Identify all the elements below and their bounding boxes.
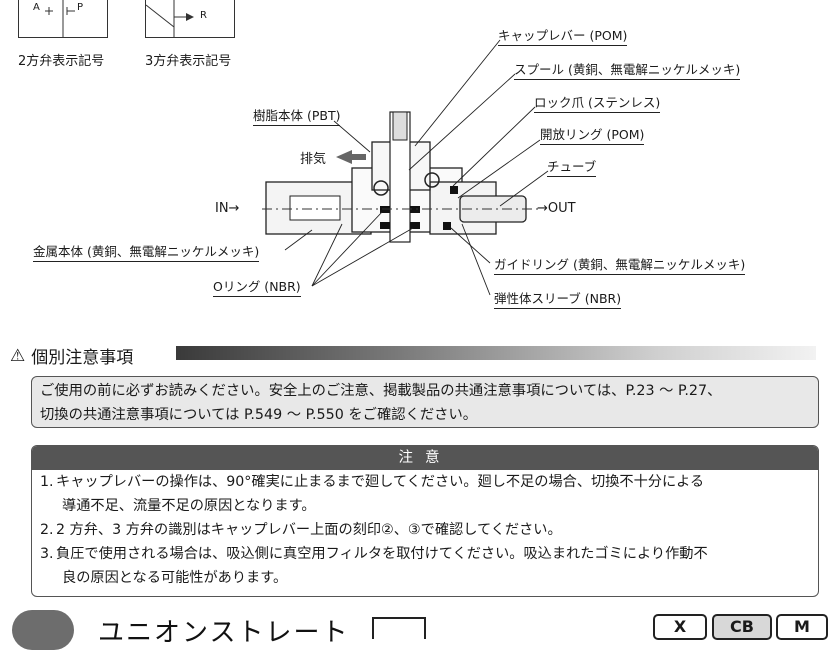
caution-box: 注意 1.キャップレバーの操作は、90°確実に止まるまで廻してください。廻し不足…: [31, 445, 819, 597]
three-way-valve-symbol: R: [145, 0, 235, 38]
port-r-label: R: [200, 10, 207, 21]
tag-x: X: [653, 614, 707, 640]
label-spool: スプール (黄銅、無電解ニッケルメッキ): [514, 59, 741, 80]
label-release-ring: 開放リング (POM): [540, 124, 645, 145]
two-way-symbol-drawing: [45, 0, 75, 37]
label-out: →OUT: [537, 201, 576, 216]
valve-cross-section: [262, 39, 549, 296]
label-resin-body: 樹脂本体 (PBT): [253, 105, 341, 126]
three-way-symbol-drawing: [145, 0, 194, 37]
caution-list: 1.キャップレバーの操作は、90°確実に止まるまで廻してください。廻し不足の場合…: [32, 470, 818, 590]
section-gradient-bar: [176, 346, 816, 360]
label-metal-body: 金属本体 (黄銅、無電解ニッケルメッキ): [33, 241, 260, 262]
section-title-text: 個別注意事項: [31, 348, 134, 368]
caution-item-number: 2.: [40, 522, 54, 538]
notice-line-1: ご使用の前に必ずお読みください。安全上のご注意、掲載製品の共通注意事項については…: [40, 383, 722, 399]
section-title: ⚠ 個別注意事項: [10, 343, 134, 369]
caution-item-text: 負圧で使用される場合は、吸込側に真空用フィルタを取付けてください。吸込まれたゴミ…: [56, 546, 708, 562]
tag-m: M: [776, 614, 828, 640]
three-way-caption: 3方弁表示記号: [145, 54, 232, 69]
label-tube: チューブ: [547, 156, 597, 177]
label-lock-claw: ロック爪 (ステンレス): [534, 92, 661, 113]
caution-item-text: キャップレバーの操作は、90°確実に止まるまで廻してください。廻し不足の場合、切…: [56, 474, 705, 490]
two-way-valve-symbol: A P: [18, 0, 108, 38]
port-a-label: A: [33, 2, 40, 13]
label-cap-lever: キャップレバー (POM): [498, 25, 628, 46]
caution-item-number: 3.: [40, 546, 54, 562]
product-icon: [372, 617, 426, 639]
label-o-ring: Oリング (NBR): [213, 276, 301, 297]
series-badge: [12, 610, 74, 650]
warning-icon: ⚠: [10, 345, 26, 366]
caution-item: 1.キャップレバーの操作は、90°確実に止まるまで廻してください。廻し不足の場合…: [40, 470, 810, 518]
caution-item-continuation: 導通不足、流量不足の原因となります。: [62, 498, 316, 514]
notice-line-2: 切換の共通注意事項については P.549 ～ P.550 をご確認ください。: [40, 407, 478, 423]
port-p-label: P: [77, 2, 84, 13]
caution-item-number: 1.: [40, 474, 54, 490]
caution-item-text: 2 方弁、3 方弁の識別はキャップレバー上面の刻印②、③で確認してください。: [56, 522, 562, 538]
label-exhaust: 排気: [300, 152, 327, 167]
label-guide-ring: ガイドリング (黄銅、無電解ニッケルメッキ): [494, 254, 746, 275]
caution-item: 2.2 方弁、3 方弁の識別はキャップレバー上面の刻印②、③で確認してください。: [40, 518, 810, 542]
caution-item: 3.負圧で使用される場合は、吸込側に真空用フィルタを取付けてください。吸込まれた…: [40, 542, 810, 590]
tag-cb: CB: [712, 614, 772, 640]
label-in: IN→: [215, 201, 240, 216]
product-title: ユニオンストレート: [98, 618, 350, 648]
caution-item-continuation: 良の原因となる可能性があります。: [62, 570, 288, 586]
two-way-caption: 2方弁表示記号: [18, 54, 105, 69]
caution-heading: 注意: [32, 446, 818, 470]
label-elastic-sleeve: 弾性体スリーブ (NBR): [494, 288, 622, 309]
notice-box: ご使用の前に必ずお読みください。安全上のご注意、掲載製品の共通注意事項については…: [31, 376, 819, 428]
